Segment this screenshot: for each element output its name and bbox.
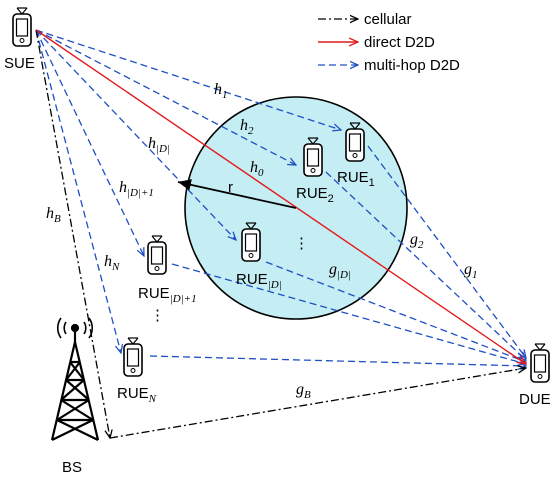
rue1-phone-icon	[345, 122, 365, 162]
hN-label: hN	[104, 253, 120, 273]
ellipsis-outside: ⋮	[150, 307, 165, 324]
direct-d2d-link	[35, 29, 526, 364]
radius-label: r	[228, 179, 233, 196]
cellular-links	[35, 29, 526, 438]
bs-label: BS	[62, 459, 82, 476]
gD-label: g|D|	[329, 261, 351, 281]
rue1-label: RUE1	[337, 169, 375, 189]
ruen-label: RUEN	[117, 385, 157, 405]
rued-label: RUE|D|	[236, 271, 282, 291]
legend-cellular-label: cellular	[364, 11, 412, 28]
rued1-label: RUE|D|+1	[138, 285, 197, 305]
ruen-phone-icon	[123, 337, 143, 377]
h1-label: h1	[214, 81, 228, 101]
g1-label: g1	[464, 261, 478, 281]
hD1-label: h|D|+1	[119, 179, 154, 199]
rued1-phone-icon	[147, 235, 167, 275]
rued-phone-icon	[241, 222, 261, 262]
hB-label: hB	[46, 205, 61, 225]
sue-label: SUE	[4, 55, 35, 72]
gB-label: gB	[296, 381, 311, 401]
due-phone-icon	[530, 343, 550, 383]
h0-label: h0	[250, 159, 264, 179]
sue-phone-icon	[12, 7, 32, 47]
radius-arrow	[177, 179, 297, 209]
rue2-label: RUE2	[296, 185, 334, 205]
due-label: DUE	[519, 391, 551, 408]
ellipsis-inside: ⋮	[294, 235, 309, 252]
g2-label: g2	[410, 231, 424, 251]
base-station-icon	[50, 317, 100, 441]
legend-direct-label: direct D2D	[364, 34, 435, 51]
hD-label: h|D|	[148, 135, 170, 155]
legend-multihop-label: multi-hop D2D	[364, 57, 460, 74]
multihop-links	[35, 29, 526, 366]
rue2-phone-icon	[303, 137, 323, 177]
legend: cellular direct D2D multi-hop D2D	[318, 11, 460, 74]
h2-label: h2	[240, 117, 254, 137]
